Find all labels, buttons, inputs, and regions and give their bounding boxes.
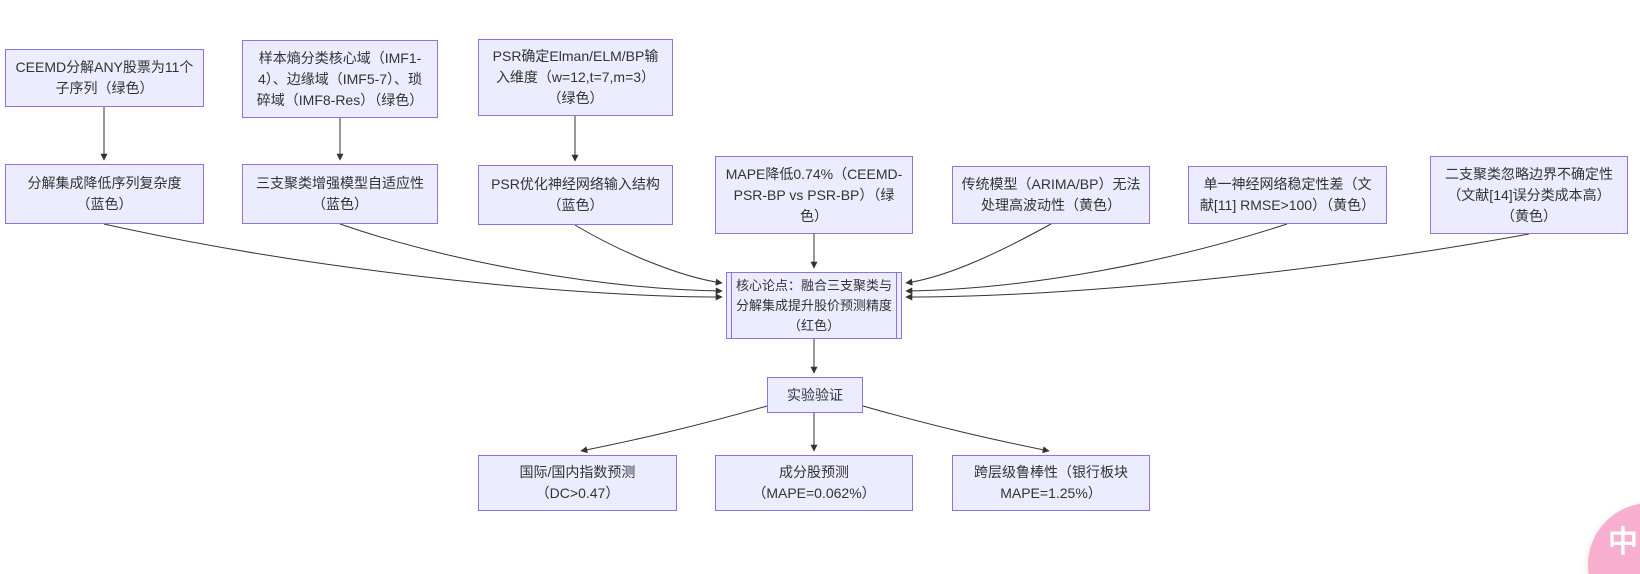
node-label: 单一神经网络稳定性差（文献[11] RMSE>100）（黄色） [1199,176,1376,213]
translate-button[interactable]: 中 A [1588,503,1640,574]
node-cross-level-robustness: 跨层级鲁棒性（银行板块MAPE=1.25%） [952,455,1150,511]
node-experimental-validation: 实验验证 [767,377,863,413]
edge-mid5-core [905,223,1052,286]
node-single-network-instability: 单一神经网络稳定性差（文献[11] RMSE>100）（黄色） [1188,166,1387,224]
node-label: 三支聚类增强模型自适应性（蓝色） [256,175,424,212]
node-ceemd-decompose: CEEMD分解ANY股票为11个子序列（绿色） [5,49,204,107]
node-mape-reduction: MAPE降低0.74%（CEEMD-PSR-BP vs PSR-BP）（绿色） [715,156,913,234]
node-label: PSR确定Elman/ELM/BP输入维度（w=12,t=7,m=3）（绿色） [492,48,659,106]
edge-mid3-core [574,224,723,286]
node-label: CEEMD分解ANY股票为11个子序列（绿色） [15,59,194,96]
node-label: 核心论点：融合三支聚类与分解集成提升股价预测精度（红色） [735,277,892,333]
node-label: 样本熵分类核心域（IMF1-4）、边缘域（IMF5-7）、琐碎域（IMF8-Re… [256,49,424,108]
edge-mid2-core [339,223,723,295]
node-label: MAPE降低0.74%（CEEMD-PSR-BP vs PSR-BP）（绿色） [725,165,903,224]
edge-mid1-core [103,223,723,301]
edge-validation-bottom3 [862,405,1050,454]
node-index-prediction: 国际/国内指数预测（DC>0.47） [478,455,677,511]
node-psr-optimizes-input: PSR优化神经网络输入结构（蓝色） [478,165,673,225]
translate-icon: 中 [1608,526,1638,559]
node-psr-input-dimensions: PSR确定Elman/ELM/BP输入维度（w=12,t=7,m=3）（绿色） [478,39,673,116]
node-sample-entropy-domains: 样本熵分类核心域（IMF1-4）、边缘域（IMF5-7）、琐碎域（IMF8-Re… [242,40,438,118]
node-label: 国际/国内指数预测（DC>0.47） [519,464,636,501]
node-traditional-model-limitation: 传统模型（ARIMA/BP）无法处理高波动性（黄色） [952,166,1150,224]
node-label: 成分股预测（MAPE=0.062%） [752,464,876,501]
node-label: 分解集成降低序列复杂度（蓝色） [27,175,182,212]
node-label: PSR优化神经网络输入结构（蓝色） [491,176,660,213]
node-label: 传统模型（ARIMA/BP）无法处理高波动性（黄色） [961,176,1141,213]
node-two-way-clustering-limitation: 二支聚类忽略边界不确定性（文献[14]误分类成本高）（黄色） [1430,156,1628,234]
edge-validation-bottom1 [580,405,768,454]
node-constituent-stock-prediction: 成分股预测（MAPE=0.062%） [715,455,913,511]
edge-mid7-core [905,233,1530,301]
edge-mid6-core [905,223,1288,295]
node-decomposition-reduces-complexity: 分解集成降低序列复杂度（蓝色） [5,164,204,224]
node-label: 二支聚类忽略边界不确定性（文献[14]误分类成本高）（黄色） [1445,165,1613,224]
node-three-way-clustering-adaptivity: 三支聚类增强模型自适应性（蓝色） [242,164,438,224]
node-core-thesis: 核心论点：融合三支聚类与分解集成提升股价预测精度（红色） [726,272,902,339]
node-label: 跨层级鲁棒性（银行板块MAPE=1.25%） [974,464,1128,501]
node-label: 实验验证 [787,386,843,403]
